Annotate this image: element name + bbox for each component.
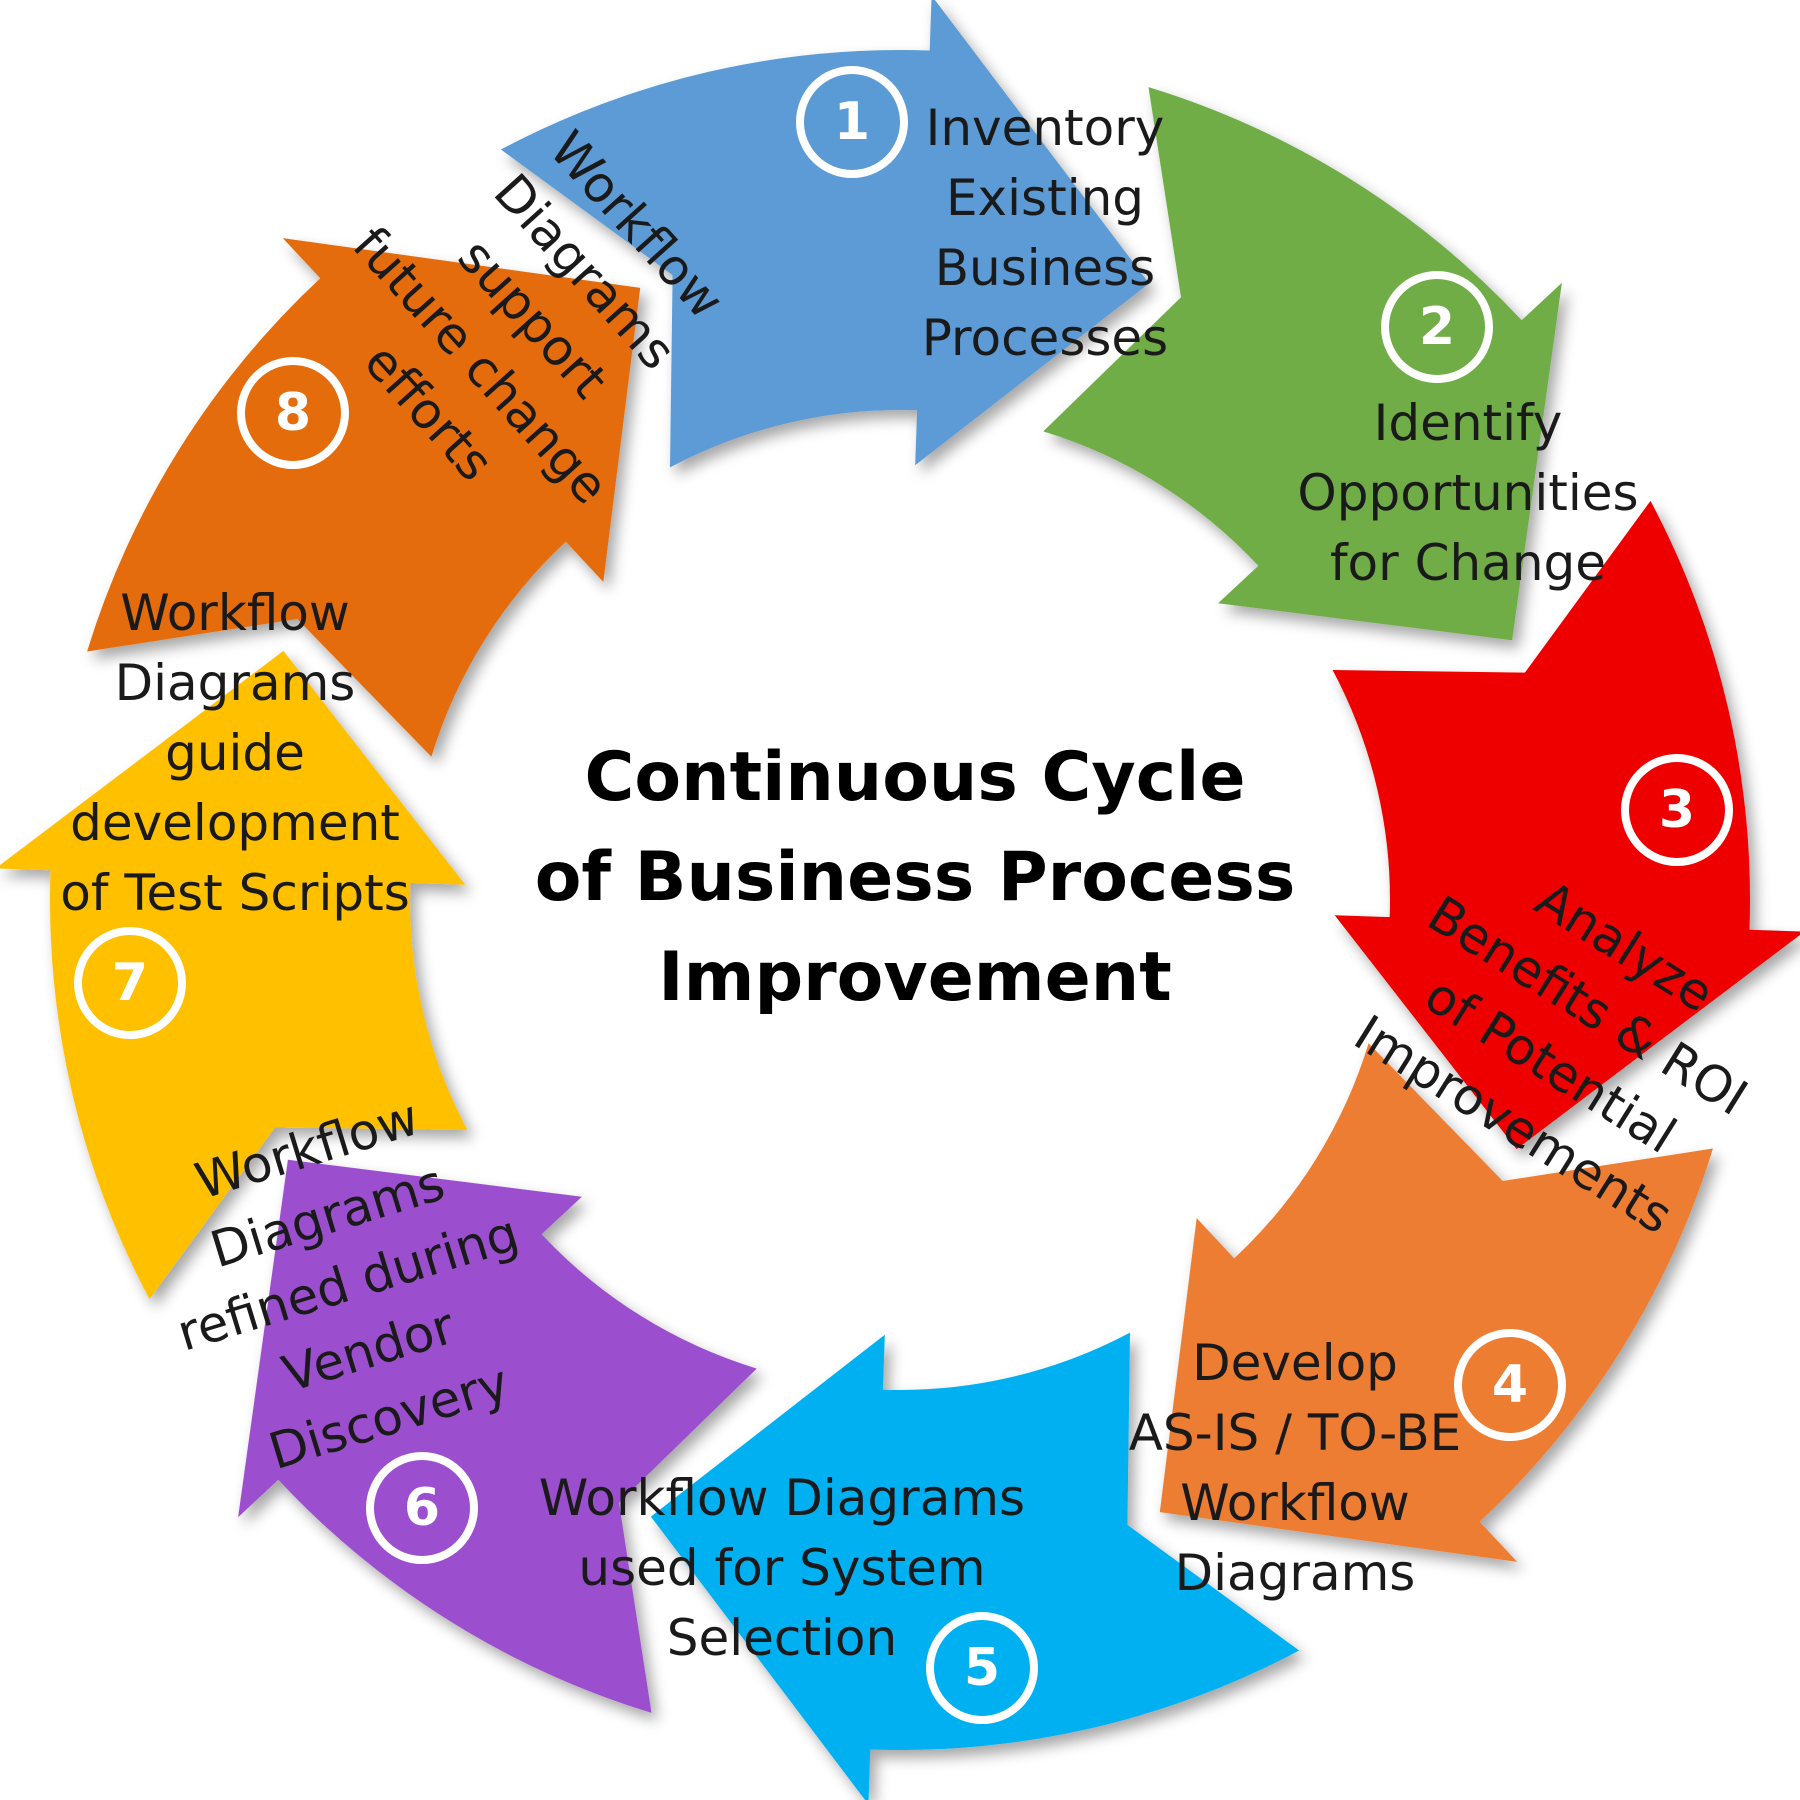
step-2-label: Identify Opportunities for Change [1297,394,1638,592]
step-2-line-3: for Change [1330,534,1606,592]
step-3-badge: 3 [1621,754,1733,866]
step-1-line-4: Processes [922,309,1168,367]
step-6-arrow [238,1159,757,1713]
center-title: Continuous Cycle of Business Process Imp… [535,738,1296,1017]
step-1-badge: 1 [796,66,908,178]
step-8-arrow [87,238,641,757]
step-1-line-3: Business [935,239,1155,297]
step-7-line-3: guide [165,724,305,782]
step-2-line-1: Identify [1374,394,1563,452]
step-4-line-3: Workflow [1180,1474,1410,1532]
step-6-badge: 6 [366,1452,478,1564]
title-line-3: Improvement [658,938,1171,1017]
step-4-arrow [1159,1043,1713,1562]
step-7-line-5: of Test Scripts [60,864,410,922]
step-3-arrow [1332,500,1800,1150]
title-line-1: Continuous Cycle [585,738,1246,817]
step-3-number: 3 [1659,780,1695,840]
step-5-badge: 5 [926,1612,1038,1724]
step-7-number: 7 [112,953,148,1013]
title-line-2: of Business Process [535,838,1296,917]
step-4-line-4: Diagrams [1175,1544,1416,1602]
step-5-number: 5 [964,1638,1000,1698]
step-7-label: Workflow Diagrams guide development of T… [60,584,410,922]
step-1-number: 1 [834,92,870,152]
step-7-line-2: Diagrams [115,654,356,712]
step-2-arrow [1043,87,1562,641]
step-4-badge: 4 [1454,1329,1566,1441]
step-1-arrow [500,0,1150,468]
step-8-number: 8 [275,383,311,443]
step-7-badge: 7 [74,927,186,1039]
step-7-line-1: Workflow [120,584,350,642]
step-4-number: 4 [1492,1355,1528,1415]
step-2-line-2: Opportunities [1297,464,1638,522]
step-2-number: 2 [1419,297,1455,357]
step-4-label: Develop AS-IS / TO-BE Workflow Diagrams [1129,1334,1462,1602]
step-6-number: 6 [404,1478,440,1538]
step-7-arrow [0,650,468,1300]
step-5-line-2: used for System [578,1539,985,1597]
step-7-line-4: development [70,794,400,852]
step-2-badge: 2 [1381,271,1493,383]
step-8-badge: 8 [237,357,349,469]
step-5-line-3: Selection [667,1609,897,1667]
step-4-line-1: Develop [1192,1334,1398,1392]
step-5-label: Workflow Diagrams used for System Select… [539,1469,1025,1667]
step-1-label: Inventory Existing Business Processes [922,99,1168,367]
step-5-arrow [650,1332,1300,1800]
step-4-line-2: AS-IS / TO-BE [1129,1404,1462,1462]
step-5-line-1: Workflow Diagrams [539,1469,1025,1527]
step-1-line-1: Inventory [926,99,1165,157]
step-1-line-2: Existing [946,169,1144,227]
